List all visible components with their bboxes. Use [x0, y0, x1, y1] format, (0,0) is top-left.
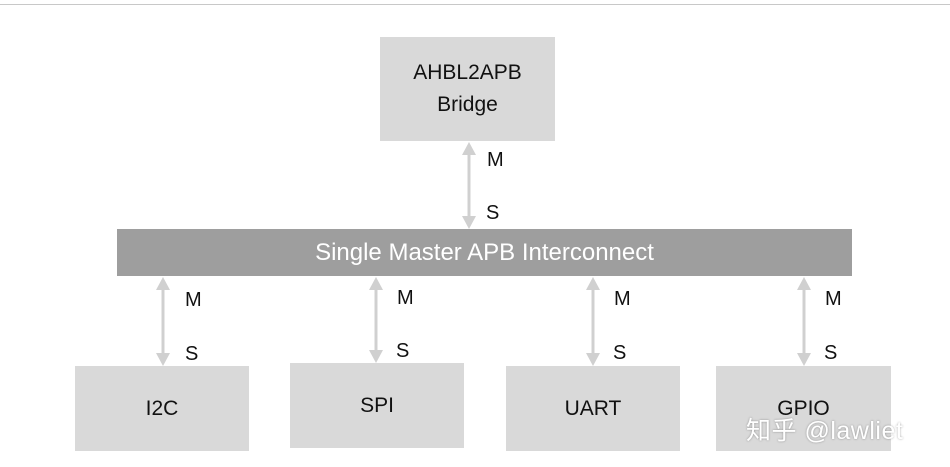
bridge-label-line1: AHBL2APB: [413, 61, 522, 84]
watermark-text: 知乎 @lawliet: [746, 417, 904, 445]
arrow-bus-i2c: [156, 277, 170, 366]
bridge-box: AHBL2APB Bridge: [380, 37, 555, 141]
apb-interconnect-bus: Single Master APB Interconnect: [117, 229, 852, 276]
arrow-bus-gpio: [797, 277, 811, 366]
uart-master-label: M: [614, 288, 631, 310]
peripheral-uart: UART: [506, 366, 680, 451]
bridge-master-label: M: [487, 149, 504, 171]
peripheral-gpio: GPIO: [716, 366, 891, 451]
peripheral-label: UART: [564, 396, 622, 420]
uart-slave-label: S: [613, 342, 627, 364]
gpio-slave-label: S: [824, 342, 838, 364]
peripheral-label: GPIO: [777, 396, 830, 420]
bus-label: Single Master APB Interconnect: [315, 238, 654, 266]
i2c-master-label: M: [185, 289, 202, 311]
peripheral-spi: SPI: [290, 363, 464, 448]
bridge-label-line2: Bridge: [437, 93, 498, 116]
peripheral-i2c: I2C: [75, 366, 249, 451]
top-divider: [0, 4, 950, 5]
spi-master-label: M: [397, 287, 414, 309]
arrow-bus-uart: [586, 277, 600, 366]
arrow-bridge-bus: [462, 142, 476, 229]
i2c-slave-label: S: [185, 343, 199, 365]
peripheral-label: I2C: [145, 396, 179, 420]
bridge-slave-label: S: [486, 202, 500, 224]
peripheral-label: SPI: [360, 393, 394, 417]
spi-slave-label: S: [396, 340, 410, 362]
gpio-master-label: M: [825, 288, 842, 310]
arrow-bus-spi: [369, 277, 383, 363]
